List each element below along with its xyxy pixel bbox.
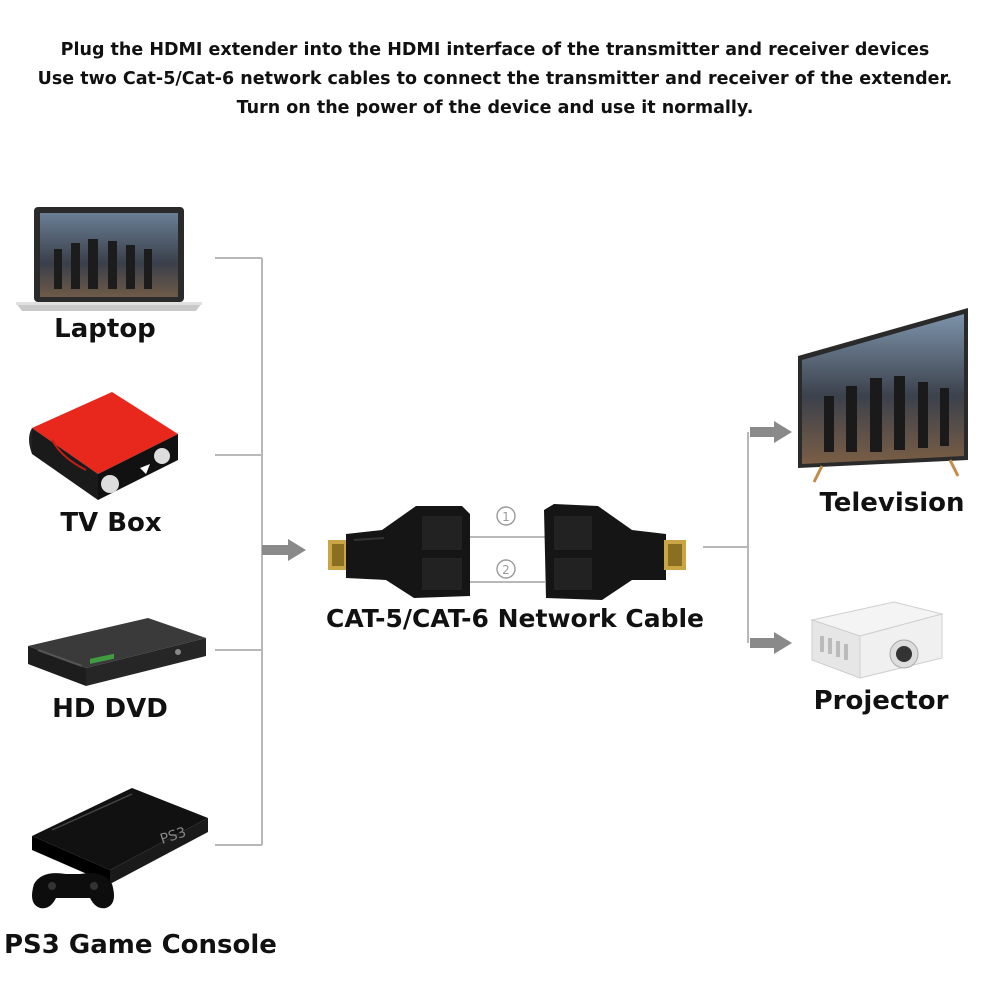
port-2-circle <box>496 559 516 579</box>
svg-text:PS3: PS3 <box>158 824 188 847</box>
label-television: Television <box>819 488 965 518</box>
label-tv-box: TV Box <box>60 508 162 538</box>
television-icon <box>798 308 968 483</box>
instruction-line-1: Plug the HDMI extender into the HDMI int… <box>60 40 930 60</box>
cable-label: CAT-5/CAT-6 Network Cable <box>325 604 705 633</box>
label-projector: Projector <box>813 686 949 716</box>
label-hd-dvd: HD DVD <box>52 694 168 724</box>
tv-box-icon <box>29 392 178 500</box>
hdmi-transmitter-icon <box>328 506 470 598</box>
arrow-to-television <box>750 421 792 443</box>
instruction-line-3: Turn on the power of the device and use … <box>236 98 754 118</box>
laptop-icon <box>16 207 202 311</box>
dvd-player-icon <box>28 618 206 686</box>
label-ps3: PS3 Game Console <box>4 930 277 960</box>
ps3-console-icon: PS3 <box>32 788 208 909</box>
projector-icon <box>810 601 944 679</box>
instructions: Plug the HDMI extender into the HDMI int… <box>0 36 990 123</box>
arrow-to-transmitter <box>262 539 306 561</box>
arrow-to-projector <box>750 632 792 654</box>
label-laptop: Laptop <box>54 314 156 344</box>
hdmi-receiver-icon <box>544 504 686 600</box>
instruction-line-2: Use two Cat-5/Cat-6 network cables to co… <box>37 69 953 89</box>
port-1-circle <box>496 506 516 526</box>
